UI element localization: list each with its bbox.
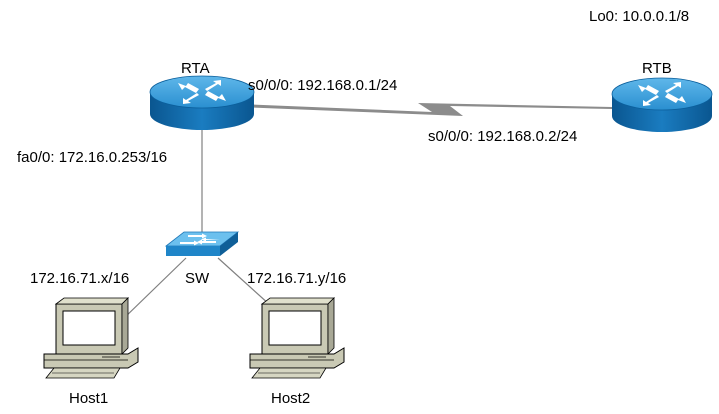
rtb-label: RTB bbox=[642, 60, 672, 77]
router-rtb-icon bbox=[611, 77, 713, 132]
serial-link bbox=[240, 103, 612, 116]
rta-fastethernet-label: fa0/0: 172.16.0.253/16 bbox=[17, 149, 167, 166]
router-rta-icon bbox=[149, 75, 255, 130]
rta-serial-label: s0/0/0: 192.168.0.1/24 bbox=[248, 77, 397, 94]
rtb-loopback-label: Lo0: 10.0.0.1/8 bbox=[589, 8, 689, 25]
host1-ip-label: 172.16.71.x/16 bbox=[30, 270, 129, 287]
sw-label: SW bbox=[185, 270, 210, 287]
host1-label: Host1 bbox=[69, 390, 108, 407]
switch-icon bbox=[164, 231, 240, 256]
host1-pc-icon bbox=[43, 297, 139, 379]
rtb-serial-label: s0/0/0: 192.168.0.2/24 bbox=[428, 128, 577, 145]
host2-ip-label: 172.16.71.y/16 bbox=[247, 270, 346, 287]
rta-label: RTA bbox=[181, 60, 210, 77]
link-sw-host1 bbox=[121, 257, 187, 321]
host2-label: Host2 bbox=[271, 390, 310, 407]
host2-pc-icon bbox=[249, 297, 345, 379]
